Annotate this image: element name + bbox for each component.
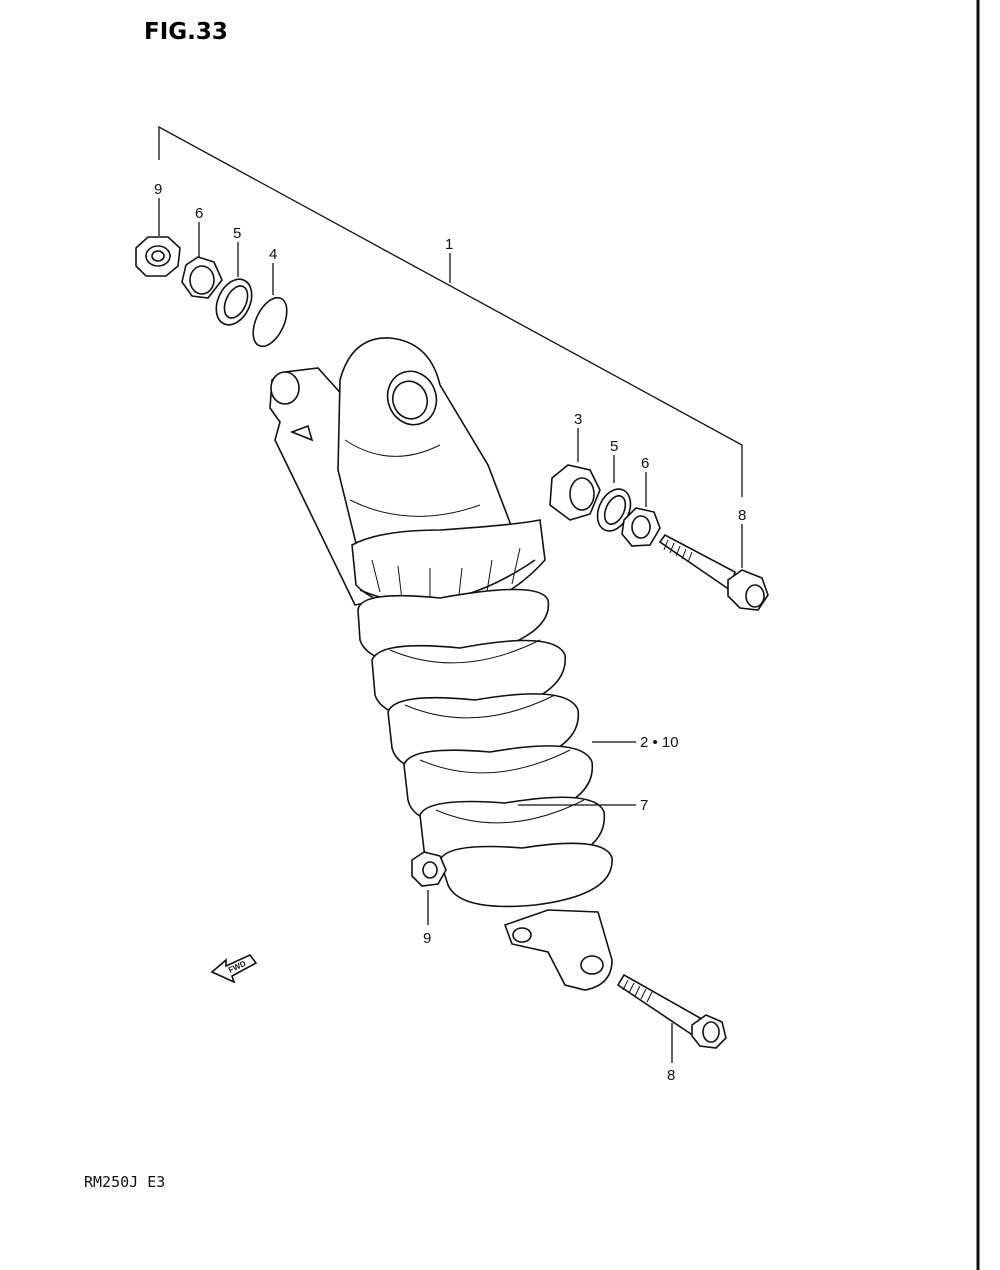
model-code: RM250J E3: [84, 1173, 165, 1191]
spring-coils: [357, 588, 613, 908]
callout-6-top: 6: [195, 205, 203, 222]
callout-5-right: 5: [610, 438, 618, 455]
fwd-arrow-icon: FWD: [210, 954, 258, 984]
part-6-bushing-top: [181, 222, 223, 299]
callout-9-top: 9: [154, 181, 162, 198]
part-9-nut-top: [135, 198, 181, 277]
part-8-bolt-right: [658, 524, 769, 611]
part-3-bearing: [549, 428, 601, 521]
callout-9-bottom: 9: [423, 930, 431, 947]
callout-7: 7: [640, 797, 648, 814]
part-8-bolt-bottom: [616, 973, 727, 1063]
shock-lower-eye: [503, 909, 613, 991]
callout-6-right: 6: [641, 455, 649, 472]
callout-2-10: 2 • 10: [640, 734, 679, 751]
callout-4: 4: [269, 246, 277, 263]
part-9-nut-bottom: [411, 851, 447, 925]
callout-3: 3: [574, 411, 582, 428]
assembly-bracket: [158, 125, 743, 497]
callout-5-top: 5: [233, 225, 241, 242]
part-4-circlip: [252, 263, 288, 348]
part-6-bushing-right: [621, 472, 661, 547]
part-5-seal-top: [215, 242, 253, 326]
callout-1: 1: [445, 236, 453, 253]
callout-8-bottom: 8: [667, 1067, 675, 1084]
figure-title: FIG.33: [144, 19, 228, 45]
shock-absorber-body: [269, 337, 546, 616]
callout-8-right: 8: [738, 507, 746, 524]
